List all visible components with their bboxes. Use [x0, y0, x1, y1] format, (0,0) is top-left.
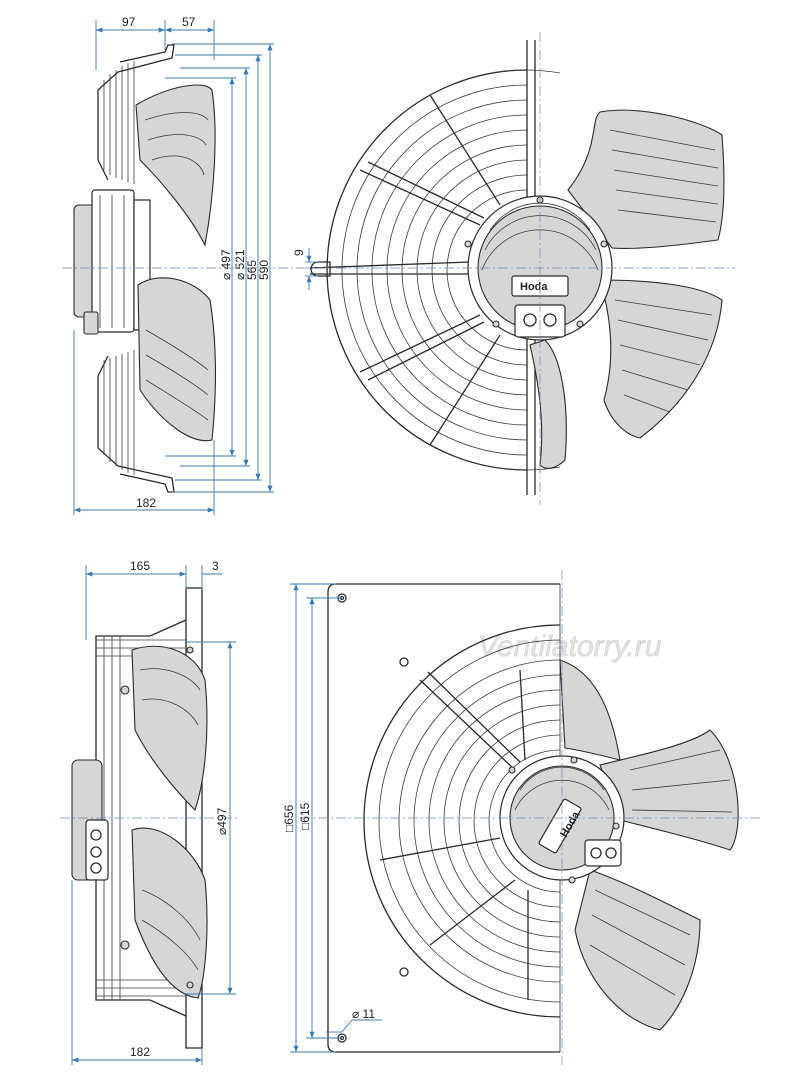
- blade-front-lower: [599, 279, 723, 439]
- dim-9: 9: [292, 249, 306, 256]
- guard-rings: [326, 69, 561, 471]
- logo-top: Hoda: [520, 281, 548, 293]
- dim-57: 57: [182, 15, 196, 29]
- dim-182-bottom: 182: [130, 1045, 150, 1059]
- dim-diameter-521: ⌀ 521: [233, 249, 247, 280]
- dim-182-top: 182: [136, 496, 156, 510]
- dim-590: 590: [257, 260, 271, 280]
- blade-side-bottom-lower: [131, 827, 208, 999]
- dim-97: 97: [122, 15, 136, 29]
- blade-front-bottom-lower: [574, 869, 701, 1031]
- dim-565: 565: [245, 260, 259, 280]
- dim-square-615: □615: [298, 802, 312, 830]
- blade-front-bottom: [529, 339, 567, 469]
- blade-side-bottom-upper: [131, 645, 208, 812]
- watermark-text: Ventilatorry.ru: [478, 630, 662, 663]
- blade-front-bottom-top: [559, 659, 621, 761]
- blade-side-lower: [137, 277, 217, 442]
- top-front-view: Hoda 9: [292, 32, 735, 505]
- blade-front-upper: [567, 109, 725, 249]
- bottom-side-view: 165 3 ⌀497 182: [60, 559, 240, 1065]
- blade-front-bottom-upper: [599, 729, 739, 851]
- blade-side-upper: [135, 84, 216, 247]
- guard-wires-side: [103, 61, 135, 475]
- dim-diameter-497-bottom: ⌀497: [215, 807, 229, 835]
- bottom-front-view: Hoda □656 □615 ⌀ 11: [282, 570, 760, 1065]
- dim-square-656: □656: [282, 804, 296, 832]
- top-side-view: 97 57 ⌀ 497 ⌀ 521 565 590 182: [62, 15, 300, 515]
- dim-diameter-497: ⌀ 497: [219, 249, 233, 280]
- dim-165: 165: [130, 559, 150, 573]
- dim-hole-11: ⌀ 11: [352, 1007, 375, 1021]
- dim-3: 3: [212, 559, 219, 573]
